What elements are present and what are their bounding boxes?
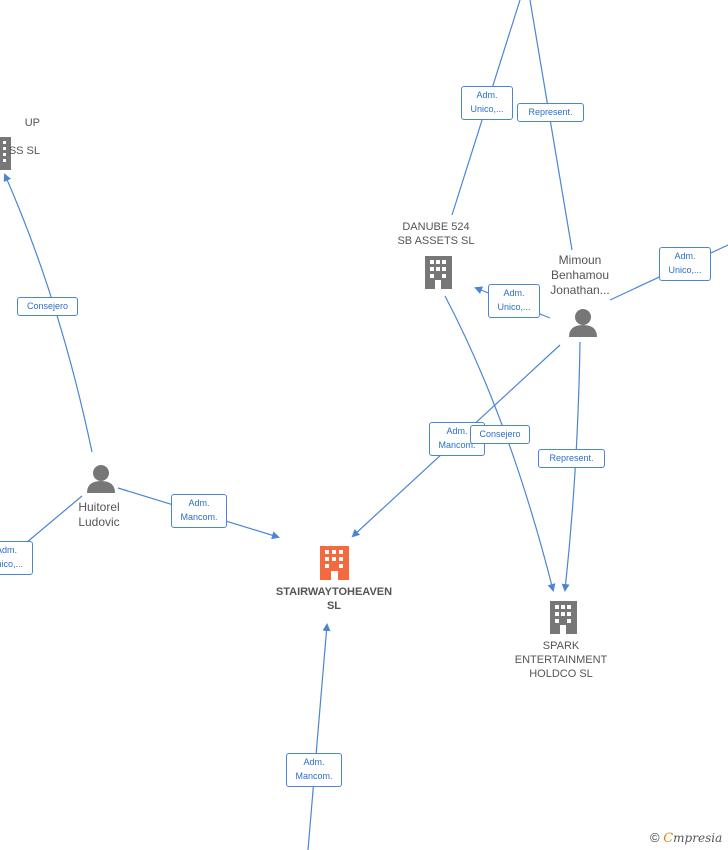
edge-label-mimoun-spark[interactable]: Represent. <box>538 449 605 468</box>
mimoun-label[interactable]: Mimoun Benhamou Jonathan... <box>550 253 610 297</box>
building-icon-spark <box>550 601 577 634</box>
copyright-symbol: © <box>650 830 660 845</box>
building-icon-danube <box>425 256 452 289</box>
huitorel-label[interactable]: Huitorel Ludovic <box>78 500 120 529</box>
building-icon-stairway <box>320 546 349 580</box>
edge-left-to-huitorel <box>19 495 83 549</box>
edge-label-left-adm-unico[interactable]: Adm. Unico,... <box>0 541 33 575</box>
edge-top-to-mimoun <box>529 0 573 251</box>
spark-label[interactable]: SPARK ENTERTAINMENT HOLDCO SL <box>514 640 608 680</box>
group-company-label-line1: UP <box>24 117 40 129</box>
edge-bottom-to-stairway <box>307 623 331 850</box>
empresia-logo: © Cmpresia <box>650 830 722 846</box>
edge-label-huitorel-stairway[interactable]: Adm. Mancom. <box>171 494 227 528</box>
person-icon-huitorel <box>87 465 115 493</box>
edge-label-top-represent[interactable]: Represent. <box>517 103 584 122</box>
group-company-label-line2: SS SL <box>8 145 40 157</box>
building-icon-group-company <box>0 137 11 170</box>
danube-label[interactable]: DANUBE 524 SB ASSETS SL <box>397 221 475 247</box>
edge-label-danube-spark[interactable]: Consejero <box>470 425 530 444</box>
empresia-logo-text: mpresia <box>673 831 723 845</box>
group-company-label: UP SS SL <box>0 102 40 158</box>
edge-label-consejero-left[interactable]: Consejero <box>17 297 78 316</box>
edge-label-right-adm-unico[interactable]: Adm. Unico,... <box>659 247 711 281</box>
edge-label-mimoun-danube[interactable]: Adm. Unico,... <box>488 284 540 318</box>
empresia-logo-e: C <box>663 831 674 846</box>
person-icon-mimoun <box>569 309 597 337</box>
edge-mimoun-to-spark <box>561 341 581 592</box>
edge-label-bottom-adm-mancom[interactable]: Adm. Mancom. <box>286 753 342 787</box>
edge-label-top-adm-unico[interactable]: Adm. Unico,... <box>461 86 513 120</box>
stairway-label[interactable]: STAIRWAYTOHEAVEN SL <box>275 586 393 612</box>
